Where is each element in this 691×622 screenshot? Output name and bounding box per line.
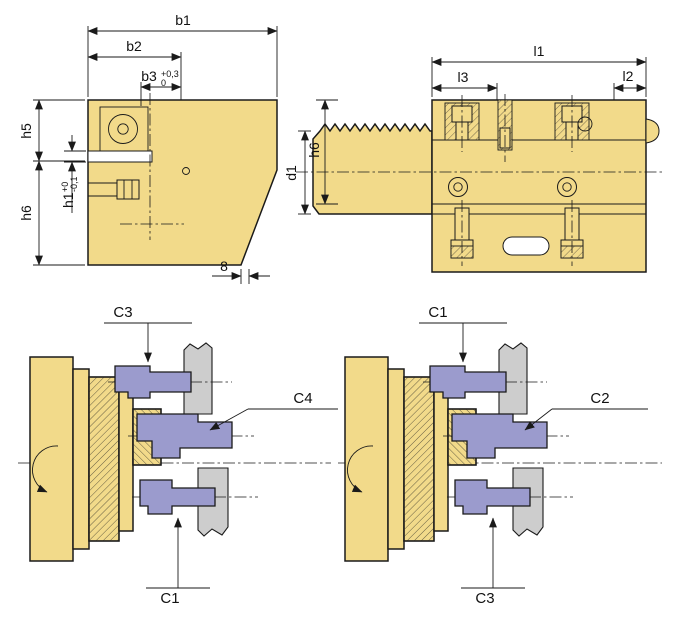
- position-label: C4: [293, 390, 312, 407]
- tool-c2: [451, 413, 548, 459]
- tool-c4: [136, 413, 233, 459]
- serrated-shank: [312, 122, 433, 215]
- dimension-b2: b2: [87, 38, 182, 100]
- dim-label-b3: b3: [141, 68, 157, 84]
- dimension-b3: b3 +0,3 0: [140, 68, 182, 106]
- dim-label-edge-offset: 8: [220, 258, 228, 274]
- tool-c3: [454, 479, 531, 515]
- tool-c1: [139, 479, 216, 515]
- front-view: l1 l3 l2 d1 h6: [283, 43, 664, 273]
- oval-slot: [502, 236, 550, 256]
- dimension-d1: d1: [283, 130, 311, 215]
- dimension-h1: h1 +0 -0,1: [60, 135, 86, 213]
- tolerance-upper: +0,3: [161, 69, 179, 79]
- label-c2-side: C2: [524, 390, 648, 431]
- tolerance-lower: -0,1: [69, 176, 79, 192]
- turret-back-plate: [29, 356, 74, 562]
- dim-label-b2: b2: [126, 38, 142, 54]
- dimension-l3: l3: [431, 69, 498, 100]
- tool-c3: [114, 365, 192, 399]
- front-plate: [433, 386, 449, 532]
- dimension-h6: h6: [18, 160, 85, 266]
- dim-label-b1: b1: [175, 12, 191, 28]
- dim-label-h1: h1: [60, 192, 76, 208]
- position-label: C1: [428, 304, 447, 321]
- turret-plate: [387, 368, 405, 550]
- locating-pin: [577, 116, 593, 132]
- dimension-edge-offset: 8: [212, 258, 270, 284]
- label-c1-bottom: C1: [146, 517, 210, 607]
- label-c1-top: C1: [419, 304, 507, 363]
- turret-plate: [72, 368, 90, 550]
- rotation-arrow-icon: [32, 445, 59, 493]
- front-screw: [557, 177, 577, 197]
- holder-body-outline: [87, 99, 278, 266]
- dim-label-h6-front: h6: [306, 142, 322, 158]
- side-view: b1 b2 b3 +0,3 0 h5 h6: [18, 12, 278, 284]
- pin-bore: [182, 167, 190, 175]
- dimension-h5: h5: [18, 99, 85, 162]
- label-c3-bottom: C3: [461, 517, 525, 607]
- label-c3-top: C3: [104, 304, 192, 363]
- label-c4-side: C4: [209, 390, 338, 431]
- set-screw: [116, 179, 140, 200]
- dimension-b1: b1: [87, 12, 278, 97]
- right-application-schematic: C1 C2 C3: [338, 304, 662, 607]
- tool-slot: [87, 150, 153, 163]
- tolerance-lower: 0: [161, 78, 166, 88]
- position-label: C2: [590, 390, 609, 407]
- dim-label-l2: l2: [623, 68, 634, 84]
- dimension-l2: l2: [613, 68, 647, 100]
- position-label: C1: [160, 590, 179, 607]
- dim-label-l1: l1: [534, 43, 545, 59]
- position-label: C3: [475, 590, 494, 607]
- left-application-schematic: C3 C4 C1: [18, 304, 338, 607]
- dim-label-h5: h5: [18, 123, 34, 139]
- dimension-h6-front: h6: [306, 99, 338, 205]
- tool-c1: [429, 365, 507, 399]
- dim-label-d1: d1: [283, 165, 299, 181]
- front-plate: [118, 386, 134, 532]
- stop-pin: [645, 118, 660, 144]
- tolerance-upper: +0: [60, 182, 70, 192]
- position-label: C3: [113, 304, 132, 321]
- front-screw: [448, 177, 468, 197]
- turret-back-plate: [344, 356, 389, 562]
- clamp-bore-inner: [117, 123, 129, 135]
- dim-label-l3: l3: [458, 69, 469, 85]
- dim-label-h6: h6: [18, 205, 34, 221]
- rotation-arrow-icon: [347, 445, 374, 493]
- clamp-bore: [108, 114, 138, 144]
